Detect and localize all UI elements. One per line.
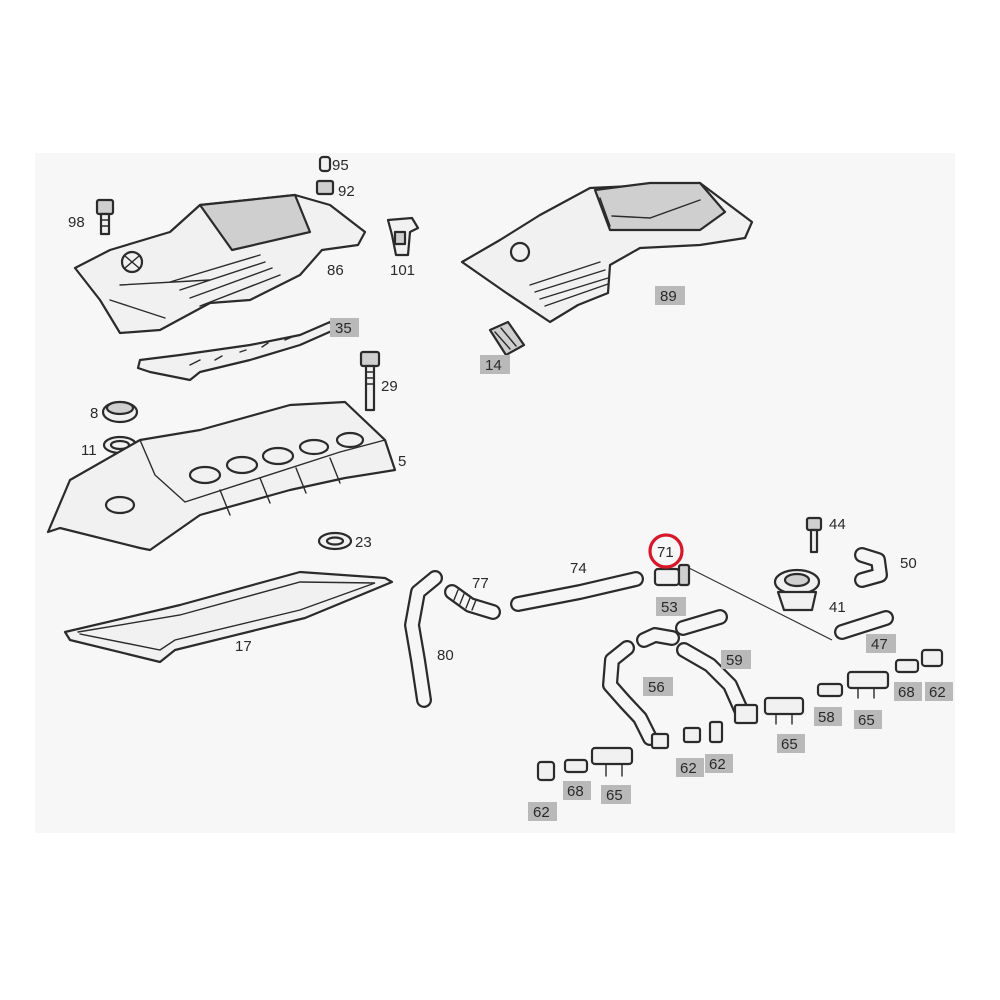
label-95: 95 — [332, 157, 349, 174]
label-65: 65 — [606, 787, 623, 804]
label-65-background — [777, 734, 805, 753]
label-59: 59 — [726, 652, 743, 669]
hose-68[interactable] — [894, 658, 920, 674]
label-62: 62 — [709, 756, 726, 773]
hose-74[interactable] — [510, 571, 644, 612]
label-62-background — [528, 802, 557, 821]
label-80: 80 — [437, 647, 454, 664]
label-62-background — [705, 754, 733, 773]
clip-101[interactable] — [386, 216, 420, 257]
label-56-background — [643, 677, 673, 696]
connector-65[interactable] — [763, 696, 805, 716]
label-23: 23 — [355, 534, 372, 551]
label-56: 56 — [648, 679, 665, 696]
label-62: 62 — [680, 760, 697, 777]
hose-68[interactable] — [563, 758, 589, 774]
label-65-background — [854, 710, 882, 729]
label-65: 65 — [858, 712, 875, 729]
label-101: 101 — [390, 262, 415, 279]
fitting-62[interactable] — [708, 720, 724, 744]
label-62: 62 — [533, 804, 550, 821]
hose-59[interactable] — [675, 609, 750, 720]
label-58-background — [814, 707, 842, 726]
label-65-background — [601, 785, 631, 804]
engine-cover-89[interactable] — [460, 181, 754, 324]
label-53: 53 — [661, 599, 678, 616]
label-62: 62 — [929, 684, 946, 701]
label-41: 41 — [829, 599, 846, 616]
fitting-71[interactable] — [653, 563, 833, 641]
seal-23[interactable] — [317, 531, 353, 551]
bolt-29[interactable] — [359, 350, 381, 412]
valve-cover-5[interactable] — [46, 400, 397, 552]
washer-95[interactable] — [318, 155, 332, 173]
label-14: 14 — [485, 357, 502, 374]
bolt-98[interactable] — [95, 198, 115, 236]
label-5: 5 — [398, 453, 406, 470]
label-62-background — [925, 682, 953, 701]
fitting-62[interactable] — [682, 726, 702, 744]
grommet-92[interactable] — [315, 179, 335, 196]
hose-77[interactable] — [444, 584, 501, 620]
label-74: 74 — [570, 560, 587, 577]
valve-41[interactable] — [773, 568, 821, 612]
elbow-50[interactable] — [854, 547, 888, 588]
gasket-17[interactable] — [63, 570, 394, 664]
bolt-14[interactable] — [488, 320, 526, 357]
label-44: 44 — [829, 516, 846, 533]
label-68: 68 — [567, 783, 584, 800]
label-68-background — [563, 781, 591, 800]
label-65: 65 — [781, 736, 798, 753]
label-68-background — [894, 682, 922, 701]
label-92: 92 — [338, 183, 355, 200]
label-59-background — [721, 650, 751, 669]
label-98: 98 — [68, 214, 85, 231]
hose-56[interactable] — [602, 627, 680, 746]
label-77: 77 — [472, 575, 489, 592]
tee-fitting[interactable] — [733, 703, 759, 725]
label-35-background — [330, 318, 359, 337]
label-8: 8 — [90, 405, 98, 422]
label-71: 71 — [657, 544, 674, 561]
label-89-background — [655, 286, 685, 305]
fitting-row — [536, 648, 944, 782]
oil-cap-8[interactable] — [101, 400, 139, 424]
label-89: 89 — [660, 288, 677, 305]
label-47-background — [866, 634, 896, 653]
engine-cover-86[interactable] — [73, 193, 367, 335]
hose-47[interactable] — [834, 610, 894, 640]
elbow-62[interactable] — [920, 648, 944, 668]
label-14-background — [480, 355, 510, 374]
label-47: 47 — [871, 636, 888, 653]
label-58: 58 — [818, 709, 835, 726]
hose-80[interactable] — [404, 570, 443, 708]
label-53-background — [656, 597, 686, 616]
tee-fitting[interactable] — [650, 732, 670, 750]
label-50: 50 — [900, 555, 917, 572]
label-11: 11 — [81, 442, 97, 459]
part-labels: 95 92 98 86 101 35 89 14 29 8 11 5 23 17… — [68, 157, 953, 821]
seal-strip-35[interactable] — [136, 320, 336, 382]
label-62-background — [676, 758, 704, 777]
label-68: 68 — [898, 684, 915, 701]
highlight-ring — [648, 533, 684, 569]
label-35: 35 — [335, 320, 352, 337]
bolt-44[interactable] — [805, 516, 823, 554]
connector-65[interactable] — [846, 670, 890, 690]
hose-58[interactable] — [816, 682, 844, 698]
label-86: 86 — [327, 262, 344, 279]
elbow-62[interactable] — [536, 760, 556, 782]
label-29: 29 — [381, 378, 398, 395]
connector-65[interactable] — [590, 746, 634, 766]
label-17: 17 — [235, 638, 252, 655]
